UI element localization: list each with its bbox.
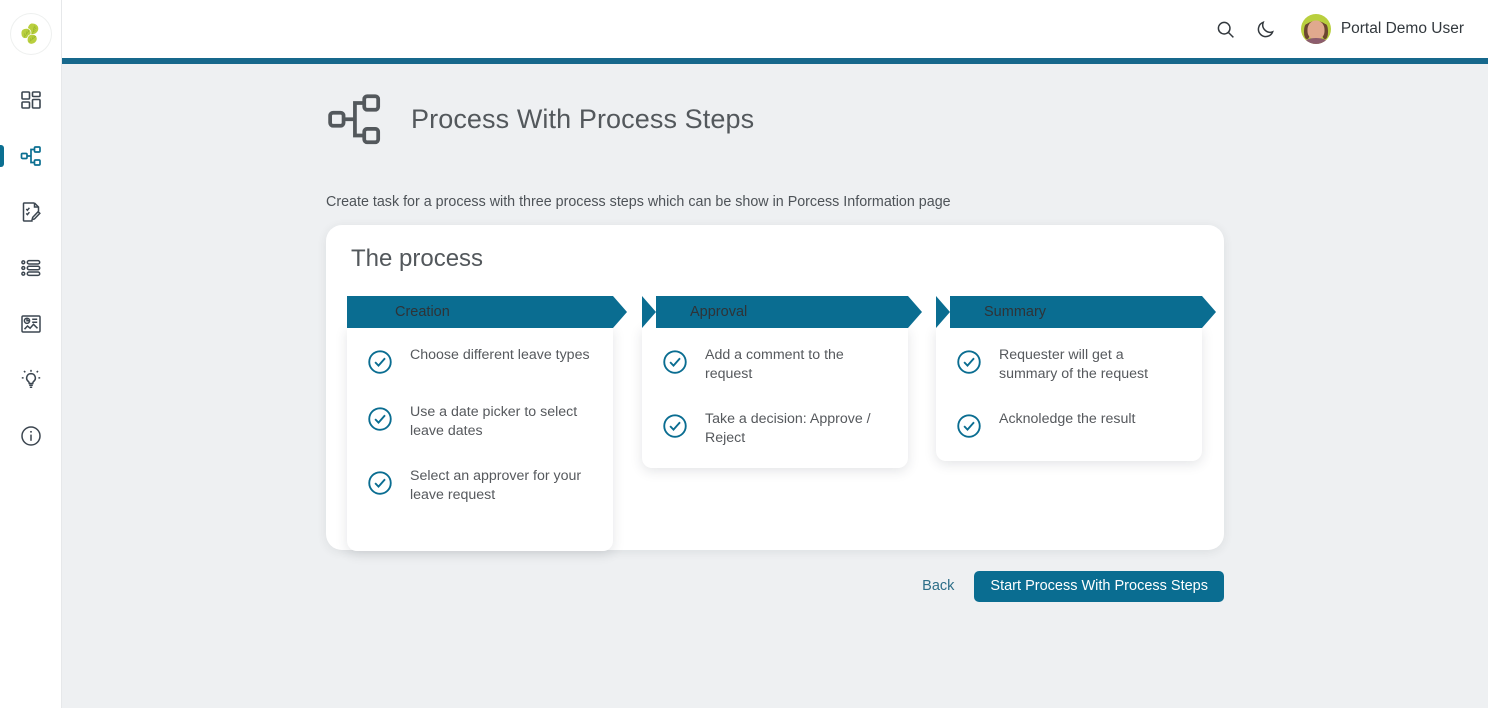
step-items-card: Requester will get a summary of the requ… [936,328,1202,461]
search-icon [1217,21,1235,38]
form-actions: Back Start Process With Process Steps [326,570,1224,602]
list-item-label: Use a date picker to select leave dates [410,404,578,439]
page-header: Process With Process Steps [326,88,754,150]
active-indicator [0,201,4,223]
main-content: Process With Process Steps Create task f… [62,64,1488,708]
search-button[interactable] [1209,12,1243,46]
active-indicator [0,89,4,111]
active-indicator [0,425,4,447]
process-step-column: Summary Requester will get a summary of … [936,296,1216,461]
process-card: The process Creation Choose different le… [326,225,1224,551]
check-circle-icon [663,414,687,438]
check-circle-icon [368,471,392,495]
step-label: Summary [984,304,1047,320]
avatar [1300,14,1331,44]
process-step-column: Creation Choose different leave types [347,296,627,551]
sidebar-item-lists[interactable] [0,240,62,296]
process-hierarchy-icon [20,146,41,166]
user-menu[interactable]: Portal Demo User [1300,14,1464,44]
check-circle-icon [368,407,392,431]
back-button[interactable]: Back [912,570,964,602]
check-circle-icon [663,350,687,374]
active-indicator [0,313,4,335]
lightbulb-idea-icon [21,369,40,388]
list-item: Acknoledge the result [954,410,1184,441]
dark-mode-toggle[interactable] [1249,12,1283,46]
list-item-label: Requester will get a summary of the requ… [999,347,1149,382]
info-circle-icon [20,426,41,446]
dashboard-tiles-icon [20,91,41,109]
leaf-logo-icon [20,22,39,45]
list-item: Use a date picker to select leave dates [365,403,595,441]
list-item-label: Acknoledge the result [999,411,1136,427]
app-logo[interactable] [10,14,51,54]
list-item: Requester will get a summary of the requ… [954,346,1184,384]
active-indicator [0,369,4,391]
list-items-icon [20,259,40,277]
step-items-card: Choose different leave types Use a date … [347,328,613,551]
list-item-label: Choose different leave types [410,347,590,363]
sidebar-item-tasks[interactable] [0,184,62,240]
step-label: Approval [690,304,748,320]
check-circle-icon [957,414,981,438]
sidebar-item-information[interactable] [0,408,62,464]
list-item-label: Take a decision: Approve / Reject [705,411,871,446]
list-item: Take a decision: Approve / Reject [660,410,890,448]
task-form-edit-icon [22,202,41,222]
sidebar [0,0,62,708]
check-circle-icon [957,350,981,374]
analytics-report-icon [20,315,41,333]
step-items-card: Add a comment to the request Take a deci… [642,328,908,468]
sidebar-item-processes[interactable] [0,128,62,184]
check-circle-icon [368,350,392,374]
list-item: Choose different leave types [365,346,595,377]
page-title: Process With Process Steps [411,103,755,134]
step-label: Creation [395,304,450,320]
header-accent-bar [62,58,1488,64]
list-item: Add a comment to the request [660,346,890,384]
process-card-title: The process [351,245,484,272]
step-banner-approval[interactable]: Approval [642,296,922,328]
top-header: Portal Demo User [62,0,1488,58]
list-item-label: Add a comment to the request [705,347,844,382]
process-hierarchy-icon [328,94,381,145]
sidebar-item-reports[interactable] [0,296,62,352]
step-banner-creation[interactable]: Creation [347,296,627,328]
process-step-column: Approval Add a comment to the request [642,296,922,468]
moon-dark-mode-icon [1258,20,1275,37]
page-subtitle: Create task for a process with three pro… [326,194,951,210]
list-item-label: Select an approver for your leave reques… [410,468,582,503]
sidebar-item-ideas[interactable] [0,352,62,408]
sidebar-item-dashboard[interactable] [0,72,62,128]
start-process-button[interactable]: Start Process With Process Steps [974,570,1224,602]
active-indicator [0,145,4,167]
user-name-label: Portal Demo User [1340,20,1464,37]
step-banner-summary[interactable]: Summary [936,296,1216,328]
list-item: Select an approver for your leave reques… [365,467,595,505]
active-indicator [0,257,4,279]
